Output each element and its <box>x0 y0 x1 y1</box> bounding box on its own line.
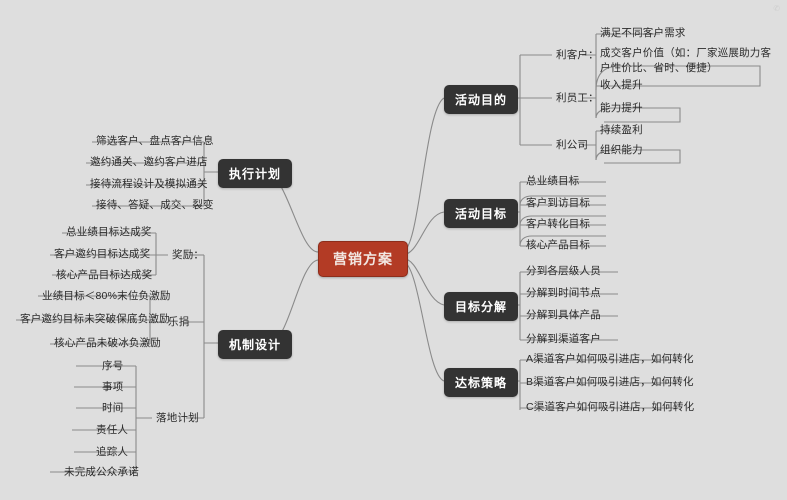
leaf-node[interactable]: C渠道客户如何吸引进店，如何转化 <box>526 401 695 413</box>
branch-node-dabiao-celue[interactable]: 达标策略 <box>444 368 519 397</box>
leaf-node[interactable]: 组织能力 <box>600 144 643 156</box>
leaf-node[interactable]: 追踪人 <box>96 446 129 458</box>
group-label-li-gongsi[interactable]: 利公司 <box>556 139 589 151</box>
leaf-node[interactable]: 时间 <box>102 402 124 414</box>
group-label-lejuan[interactable]: 乐捐 <box>168 316 190 328</box>
leaf-node[interactable]: 满足不同客户需求 <box>600 27 686 39</box>
leaf-node[interactable]: 核心产品目标 <box>526 239 591 251</box>
leaf-node[interactable]: 客户到访目标 <box>526 197 591 209</box>
leaf-node[interactable]: 接待流程设计及模拟通关 <box>90 178 208 190</box>
leaf-node[interactable]: B渠道客户如何吸引进店，如何转化 <box>526 376 694 388</box>
leaf-node[interactable]: 能力提升 <box>600 102 643 114</box>
leaf-node[interactable]: 业绩目标＜80%末位负激励 <box>42 290 171 302</box>
leaf-node[interactable]: 邀约通关、邀约客户进店 <box>90 156 208 168</box>
leaf-node[interactable]: 成交客户价值（如：厂家巡展助力客户性价比、省时、便捷） <box>600 47 772 74</box>
leaf-node[interactable]: 事项 <box>102 381 124 393</box>
leaf-node[interactable]: 序号 <box>102 360 124 372</box>
branch-node-huodong-mudi[interactable]: 活动目的 <box>444 85 519 114</box>
group-label-li-kehu[interactable]: 利客户： <box>556 49 599 61</box>
leaf-node[interactable]: 分到各层级人员 <box>526 265 601 277</box>
leaf-node[interactable]: 核心产品目标达成奖 <box>56 269 153 281</box>
leaf-node[interactable]: 持续盈利 <box>600 124 643 136</box>
root-node[interactable]: 营销方案 <box>318 241 408 277</box>
leaf-node[interactable]: 客户转化目标 <box>526 218 591 230</box>
leaf-node[interactable]: 责任人 <box>96 424 129 436</box>
leaf-node[interactable]: 分解到渠道客户 <box>526 333 601 345</box>
leaf-node[interactable]: 未完成公众承诺 <box>64 466 139 478</box>
leaf-node[interactable]: A渠道客户如何吸引进店，如何转化 <box>526 353 694 365</box>
leaf-node[interactable]: 收入提升 <box>600 79 643 91</box>
leaf-node[interactable]: 客户邀约目标未突破保底负激励 <box>20 313 170 325</box>
group-label-li-yuangong[interactable]: 利员工： <box>556 92 599 104</box>
group-label-luodi-jihua[interactable]: 落地计划 <box>156 412 199 424</box>
branch-node-jizhi-sheji[interactable]: 机制设计 <box>218 330 293 359</box>
leaf-node[interactable]: 筛选客户、盘点客户信息 <box>96 135 214 147</box>
branch-node-mubiao-fenjie[interactable]: 目标分解 <box>444 292 519 321</box>
leaf-node[interactable]: 核心产品未破冰负激励 <box>54 337 161 349</box>
leaf-node[interactable]: 客户邀约目标达成奖 <box>54 248 151 260</box>
leaf-node[interactable]: 接待、答疑、成交、裂变 <box>96 199 214 211</box>
leaf-node[interactable]: 总业绩目标 <box>526 175 580 187</box>
branch-node-zhixing-jihua[interactable]: 执行计划 <box>218 159 293 188</box>
branch-node-huodong-mubiao[interactable]: 活动目标 <box>444 199 519 228</box>
leaf-node[interactable]: 分解到时间节点 <box>526 287 601 299</box>
leaf-node[interactable]: 总业绩目标达成奖 <box>66 226 152 238</box>
leaf-node[interactable]: 分解到具体产品 <box>526 309 601 321</box>
group-label-jiangli[interactable]: 奖励： <box>172 249 205 261</box>
watermark-icon: ✆ <box>773 4 781 13</box>
